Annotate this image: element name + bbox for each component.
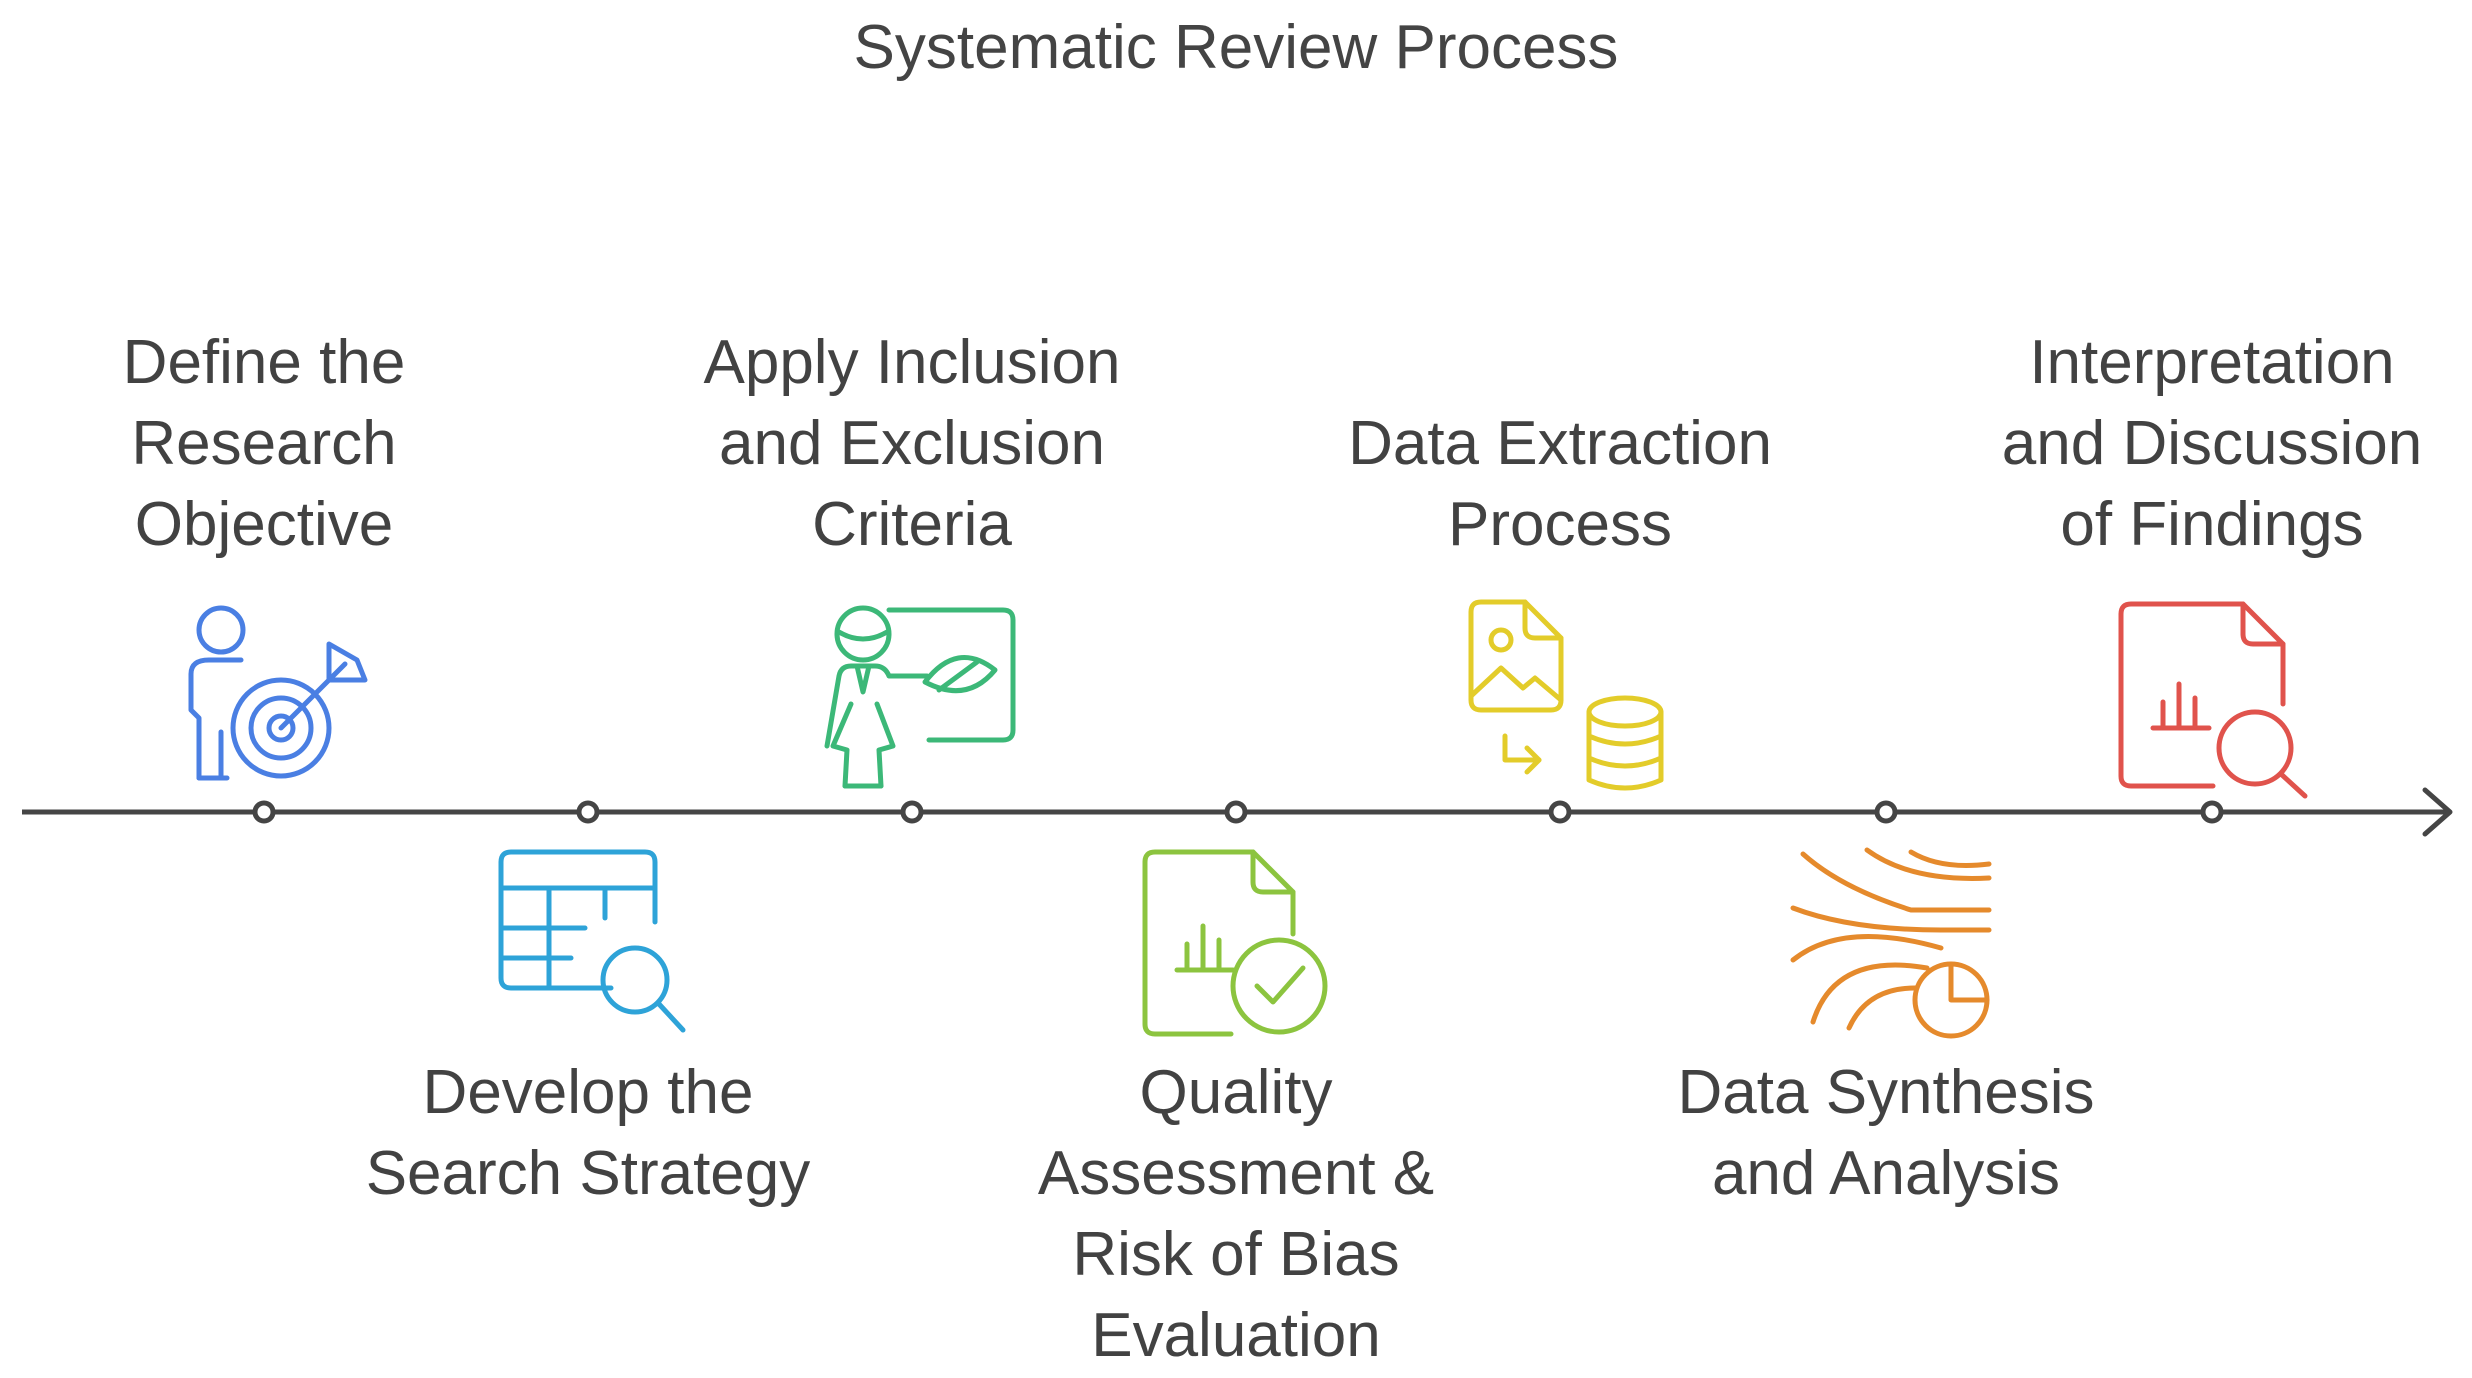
timeline-node-define — [252, 800, 276, 824]
step-label-interpretation: Interpretation and Discussion of Findings — [1942, 322, 2472, 565]
person-target-icon-graphic — [188, 605, 368, 781]
diagram-title: Systematic Review Process — [853, 13, 1619, 82]
streams-pie-icon-graphic — [1790, 847, 1992, 1039]
step-label-line: Evaluation — [1091, 1301, 1381, 1370]
step-label-line: Research — [131, 409, 397, 478]
timeline-node-interpretation — [2200, 800, 2224, 824]
step-label-line: Data Extraction — [1348, 409, 1772, 478]
timeline-node-synthesis — [1874, 800, 1898, 824]
table-search-icon-graphic — [498, 849, 686, 1033]
timeline-arrowhead — [2422, 787, 2453, 837]
step-label-line: of Findings — [2060, 490, 2364, 559]
image-to-database-icon-graphic — [1468, 599, 1664, 791]
step-label-line: Interpretation — [2029, 328, 2395, 397]
step-label-line: and Exclusion — [718, 409, 1106, 478]
person-target-icon — [169, 600, 368, 790]
step-label-line: and Discussion — [2001, 409, 2423, 478]
step-label-line: Search Strategy — [365, 1139, 811, 1208]
step-label-line: Data Synthesis — [1677, 1058, 2095, 1127]
step-label-line: Criteria — [812, 490, 1012, 559]
timeline-node-extraction — [1548, 800, 1572, 824]
person-board-icon-graphic — [824, 605, 1016, 789]
timeline-node-criteria — [900, 800, 924, 824]
step-label-line: and Analysis — [1711, 1139, 2061, 1208]
step-label-synthesis: Data Synthesis and Analysis — [1616, 1052, 2156, 1214]
timeline-node-search — [576, 800, 600, 824]
step-label-line: Risk of Bias — [1072, 1220, 1400, 1289]
document-chart-search-icon — [2117, 600, 2308, 799]
person-board-icon — [817, 600, 1016, 790]
step-label-line: Develop the — [422, 1058, 754, 1127]
document-chart-search-icon-graphic — [2118, 601, 2308, 799]
step-label-line: Assessment & — [1037, 1139, 1435, 1208]
step-label-line: Define the — [122, 328, 406, 397]
step-label-line: Objective — [134, 490, 394, 559]
step-label-line: Quality — [1139, 1058, 1333, 1127]
document-chart-check-icon-graphic — [1142, 849, 1328, 1037]
timeline-node-quality — [1224, 800, 1248, 824]
table-search-icon — [493, 848, 686, 1038]
streams-pie-icon — [1790, 847, 1992, 1039]
step-label-line: Process — [1448, 490, 1672, 559]
step-label-line: Apply Inclusion — [703, 328, 1121, 397]
document-chart-check-icon — [1141, 848, 1331, 1038]
image-to-database-icon — [1465, 599, 1664, 791]
